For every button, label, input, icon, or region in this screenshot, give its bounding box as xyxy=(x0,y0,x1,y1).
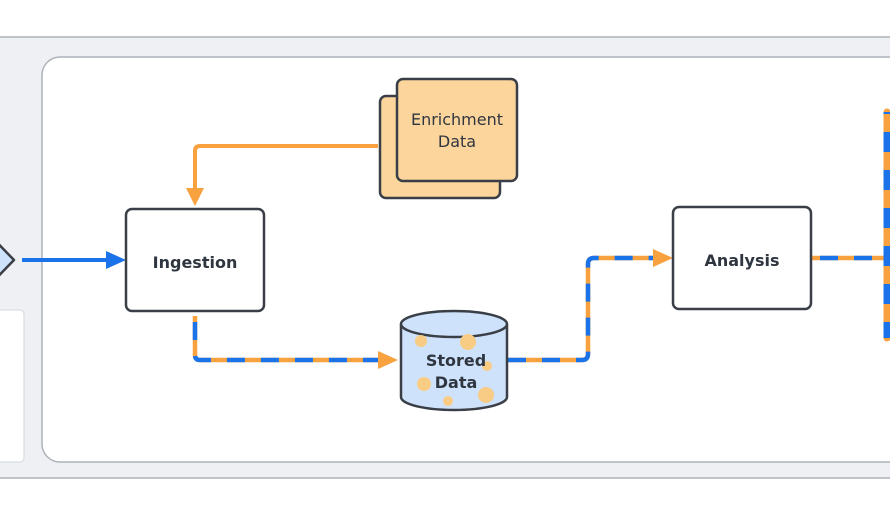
left-side-panel xyxy=(0,309,25,463)
analysis-label: Analysis xyxy=(704,251,779,270)
enrichment-to-ingestion-arrow xyxy=(186,144,378,206)
analysis-node[interactable]: Analysis xyxy=(671,205,813,311)
stored-to-analysis-arrow xyxy=(508,249,673,363)
input-diamond-icon xyxy=(0,243,16,277)
database-cylinder-icon xyxy=(399,309,509,412)
input-to-ingestion-arrow xyxy=(22,251,126,269)
stored-label-line1: Stored xyxy=(426,351,486,370)
enrichment-label-line1: Enrichment xyxy=(411,110,503,129)
ingestion-to-stored-arrow xyxy=(192,316,398,369)
ingestion-label: Ingestion xyxy=(153,253,238,272)
stacked-documents-icon xyxy=(378,77,519,200)
enrichment-data-node[interactable]: Enrichment Data xyxy=(378,77,519,200)
enrichment-label-line2: Data xyxy=(438,132,476,151)
stored-label-line2: Data xyxy=(435,373,478,392)
stored-data-node[interactable]: Stored Data xyxy=(399,309,509,412)
ingestion-node[interactable]: Ingestion xyxy=(124,207,266,313)
